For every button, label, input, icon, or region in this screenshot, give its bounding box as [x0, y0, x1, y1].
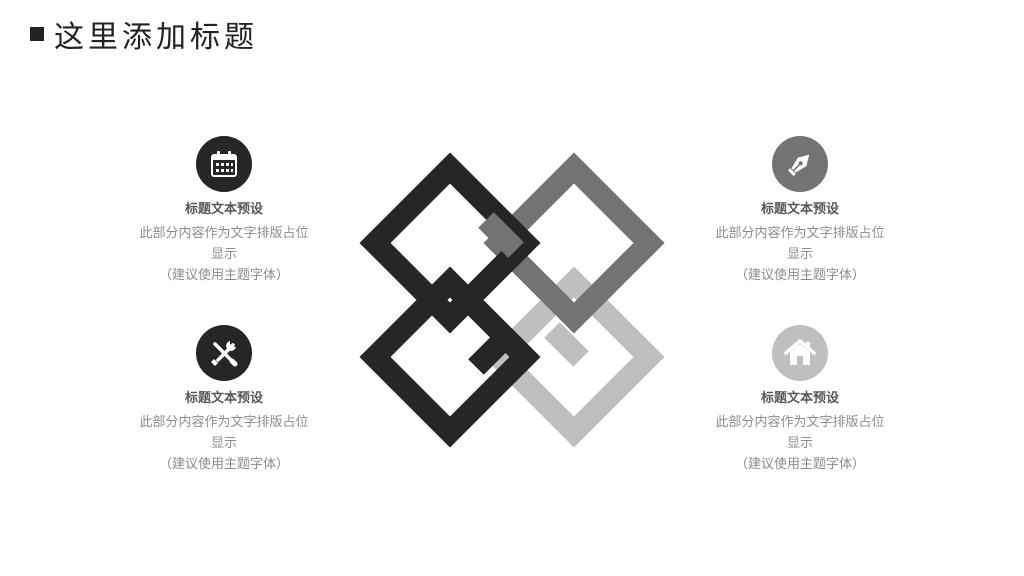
- title-bar: 这里添加标题: [30, 14, 258, 55]
- feature-description-line: （建议使用主题字体）: [734, 457, 865, 472]
- feature-item-tools: 标题文本预设 此部分内容作为文字排版占位 显示 （建议使用主题字体）: [124, 325, 324, 475]
- feature-description-line: （建议使用主题字体）: [158, 457, 289, 472]
- page-title: 这里添加标题: [54, 20, 258, 55]
- feature-description-line: 此部分内容作为文字排版占位: [139, 226, 309, 241]
- feature-description: 此部分内容作为文字排版占位 显示 （建议使用主题字体）: [124, 223, 324, 286]
- feature-description-line: 显示: [786, 436, 813, 451]
- calendar-icon: [196, 136, 252, 192]
- title-square-bullet: [30, 27, 44, 41]
- feature-title: 标题文本预设: [760, 391, 839, 406]
- pen-nib-icon: [772, 136, 828, 192]
- feature-title: 标题文本预设: [184, 202, 263, 217]
- feature-description-line: 此部分内容作为文字排版占位: [715, 415, 885, 430]
- feature-item-calendar: 标题文本预设 此部分内容作为文字排版占位 显示 （建议使用主题字体）: [124, 136, 324, 286]
- feature-description-line: （建议使用主题字体）: [158, 268, 289, 283]
- feature-description-line: 此部分内容作为文字排版占位: [715, 226, 885, 241]
- feature-item-pen: 标题文本预设 此部分内容作为文字排版占位 显示 （建议使用主题字体）: [700, 136, 900, 286]
- home-icon: [772, 325, 828, 381]
- feature-description-line: 显示: [210, 247, 237, 262]
- feature-description: 此部分内容作为文字排版占位 显示 （建议使用主题字体）: [700, 223, 900, 286]
- feature-title: 标题文本预设: [184, 391, 263, 406]
- feature-description-line: 此部分内容作为文字排版占位: [139, 415, 309, 430]
- feature-description: 此部分内容作为文字排版占位 显示 （建议使用主题字体）: [124, 412, 324, 475]
- feature-description-line: 显示: [210, 436, 237, 451]
- tools-icon: [196, 325, 252, 381]
- feature-description-line: （建议使用主题字体）: [734, 268, 865, 283]
- feature-title: 标题文本预设: [760, 202, 839, 217]
- interlocking-diamonds-graphic: [359, 152, 665, 448]
- feature-item-home: 标题文本预设 此部分内容作为文字排版占位 显示 （建议使用主题字体）: [700, 325, 900, 475]
- feature-description: 此部分内容作为文字排版占位 显示 （建议使用主题字体）: [700, 412, 900, 475]
- feature-description-line: 显示: [786, 247, 813, 262]
